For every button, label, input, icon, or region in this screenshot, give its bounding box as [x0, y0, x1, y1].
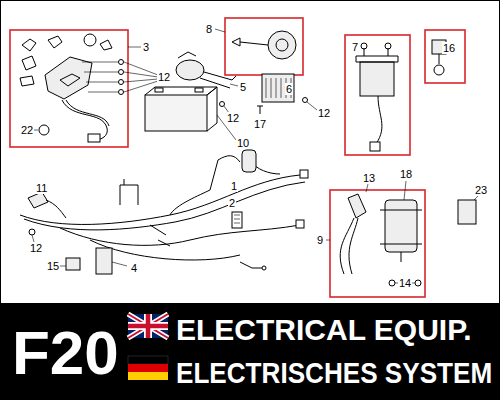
callout-number: 12	[157, 71, 171, 83]
callout-number: 10	[236, 137, 250, 149]
callout-number: 16	[442, 42, 456, 54]
title-band: F20 ELECTRICAL EQUIP. ELECTRISCHES SYSTEM	[0, 303, 500, 400]
title-german: ELECTRISCHES SYSTEM	[176, 358, 492, 388]
callout-number: 3	[142, 41, 150, 53]
callout-number: 13	[362, 172, 376, 184]
callout-number: 22	[20, 124, 34, 136]
callout-number: 12	[29, 242, 43, 254]
callout-number: 5	[239, 81, 247, 93]
callout-number: 18	[399, 168, 413, 180]
callout-number: 11	[35, 182, 48, 194]
callout-number: 15	[46, 260, 60, 272]
title-english: ELECTRICAL EQUIP.	[176, 315, 472, 345]
callout-number: 14	[398, 277, 412, 289]
callout-number: 23	[474, 184, 488, 196]
callout-number: 9	[316, 234, 324, 246]
model-code: F20	[12, 322, 119, 384]
callout-number: 12	[226, 112, 240, 124]
callout-number: 8	[205, 23, 213, 35]
callout-number: 7	[351, 41, 359, 53]
callout-number: 6	[285, 83, 293, 95]
callout-number: 17	[253, 118, 267, 130]
callout-number: 12	[317, 107, 331, 119]
callout-number: 4	[130, 262, 138, 274]
callout-number: 2	[228, 197, 236, 209]
callout-number: 1	[230, 180, 238, 192]
